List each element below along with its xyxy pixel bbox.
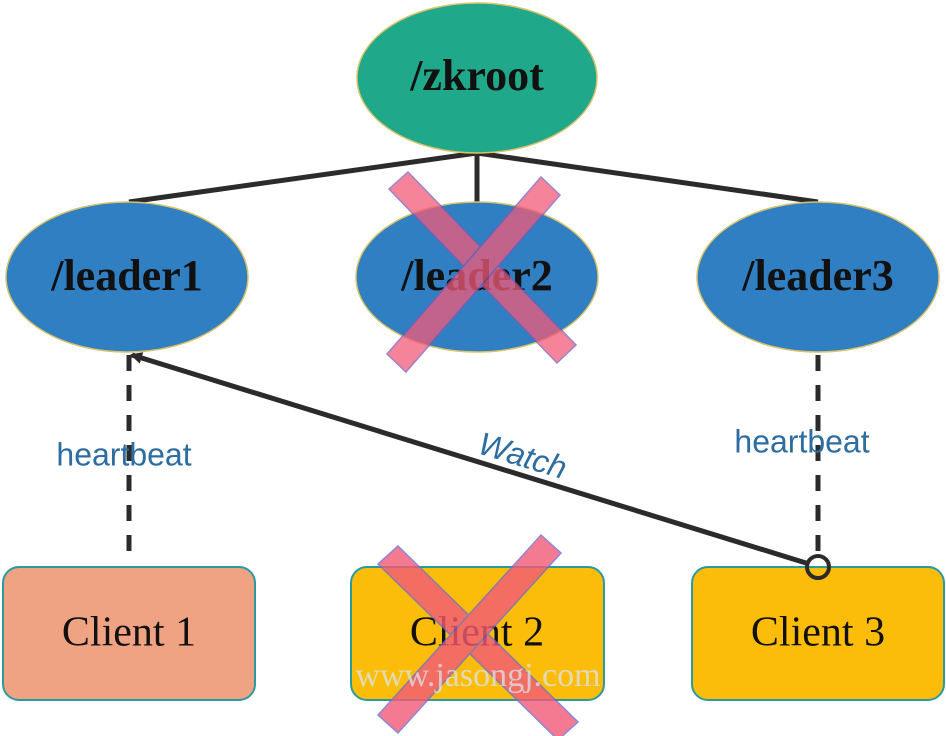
heartbeat-connectors [126, 355, 821, 565]
watch-connector [130, 352, 831, 580]
client-1-box [2, 566, 256, 701]
client2-failed-cross-icon [376, 533, 580, 736]
client-3-label: Client 3 [751, 610, 885, 656]
node-zkroot: /zkroot [356, 2, 598, 154]
node-leader3-shape [696, 201, 940, 353]
node-leader1-shape [5, 201, 249, 353]
leader2-failed-cross-icon [385, 170, 578, 374]
client-1: Client 1 [2, 566, 256, 701]
edge-root-leader3 [476, 150, 819, 205]
client2-cross-bar-2 [376, 533, 563, 735]
watch-origin-circle [805, 554, 831, 580]
watch-arrow [130, 352, 807, 566]
tree-edges [128, 150, 819, 205]
node-zkroot-shape [356, 2, 598, 154]
heartbeat-label-left: heartbeat [56, 436, 191, 472]
watermark-text: www.jasongj.com [355, 657, 600, 694]
node-zkroot-label: /zkroot [409, 51, 544, 100]
client-1-label: Client 1 [62, 610, 196, 656]
node-leader3: /leader3 [696, 201, 940, 353]
client-3: Client 3 [691, 566, 945, 701]
heartbeat-label-right: heartbeat [734, 423, 869, 459]
node-leader1: /leader1 [5, 201, 249, 353]
node-leader1-label: /leader1 [50, 251, 203, 300]
leader2-cross-bar-2 [385, 175, 562, 374]
edge-root-leader1 [128, 150, 478, 205]
node-leader3-label: /leader3 [741, 251, 894, 300]
client-3-box [691, 566, 945, 701]
